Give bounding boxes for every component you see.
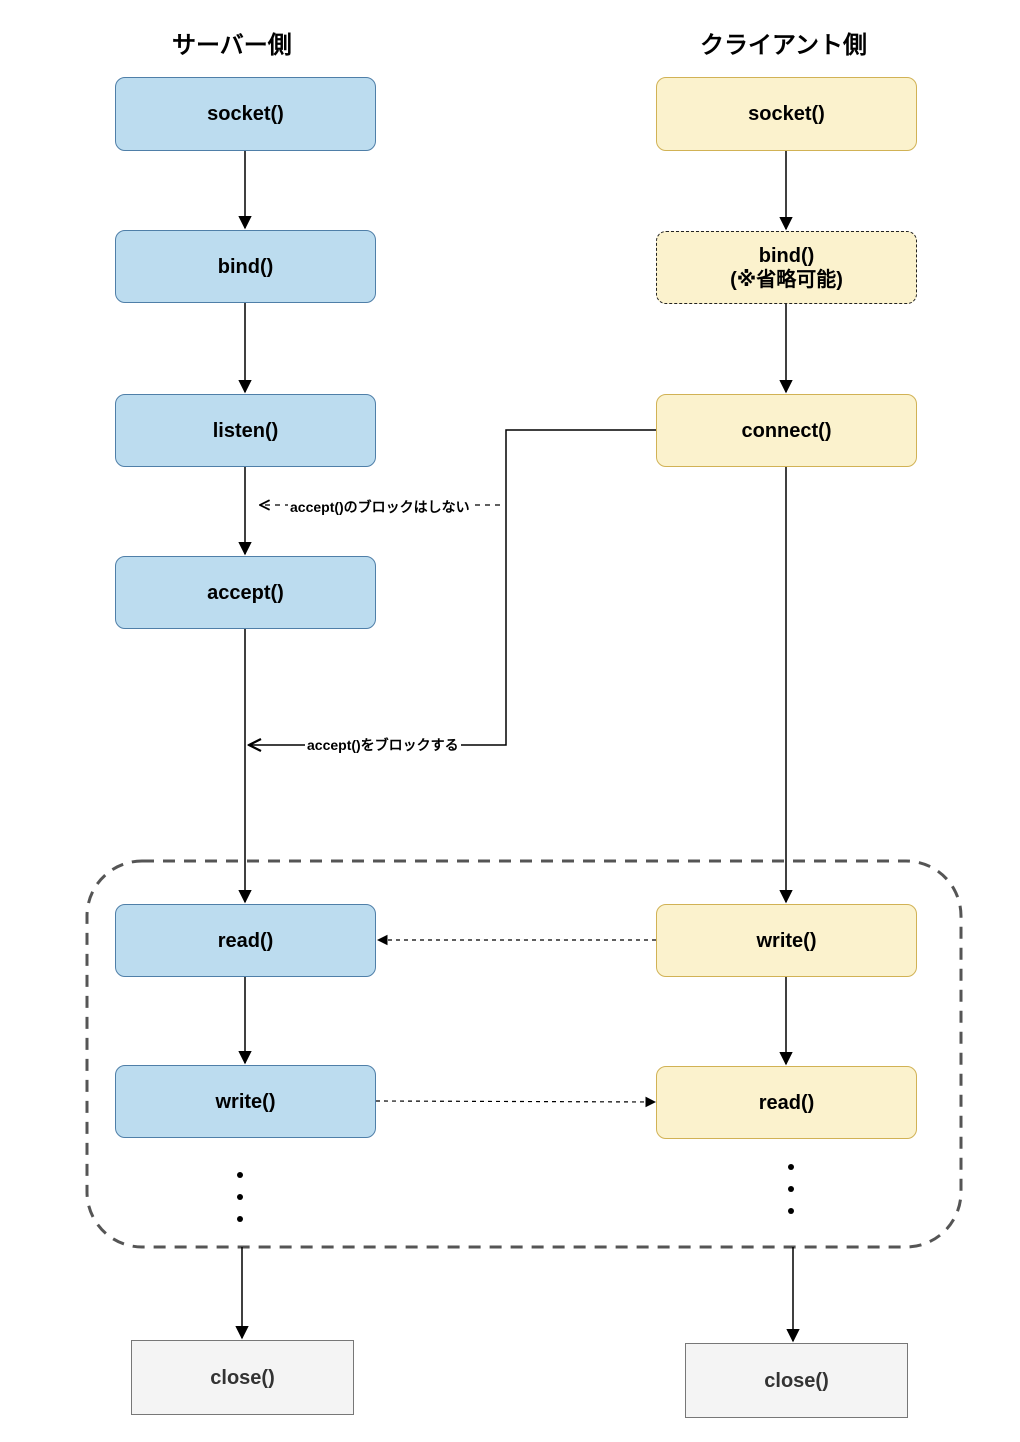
- server-socket-box: socket(): [115, 77, 376, 151]
- server-bind-box: bind(): [115, 230, 376, 303]
- no-block-label: accept()のブロックはしない: [288, 498, 472, 516]
- client-bind-label: bind(): [758, 244, 815, 267]
- server-accept-box: accept(): [115, 556, 376, 629]
- loop-region: [85, 859, 963, 1249]
- client-bind-optional-note: (※省略可能): [730, 268, 843, 291]
- server-read-box: read(): [115, 904, 376, 977]
- client-write-box: write(): [656, 904, 917, 977]
- client-socket-box: socket(): [656, 77, 917, 151]
- server-write-box: write(): [115, 1065, 376, 1138]
- client-bind-box: bind() (※省略可能): [656, 231, 917, 304]
- client-read-box: read(): [656, 1066, 917, 1139]
- server-listen-box: listen(): [115, 394, 376, 467]
- client-side-title: クライアント側: [700, 32, 868, 59]
- client-connect-box: connect(): [656, 394, 917, 467]
- edge-server-write-client-read: [375, 1096, 657, 1108]
- block-label: accept()をブロックする: [305, 736, 461, 754]
- server-side-title: サーバー側: [172, 32, 292, 59]
- server-close-box: close(): [131, 1340, 354, 1415]
- client-close-box: close(): [685, 1343, 908, 1418]
